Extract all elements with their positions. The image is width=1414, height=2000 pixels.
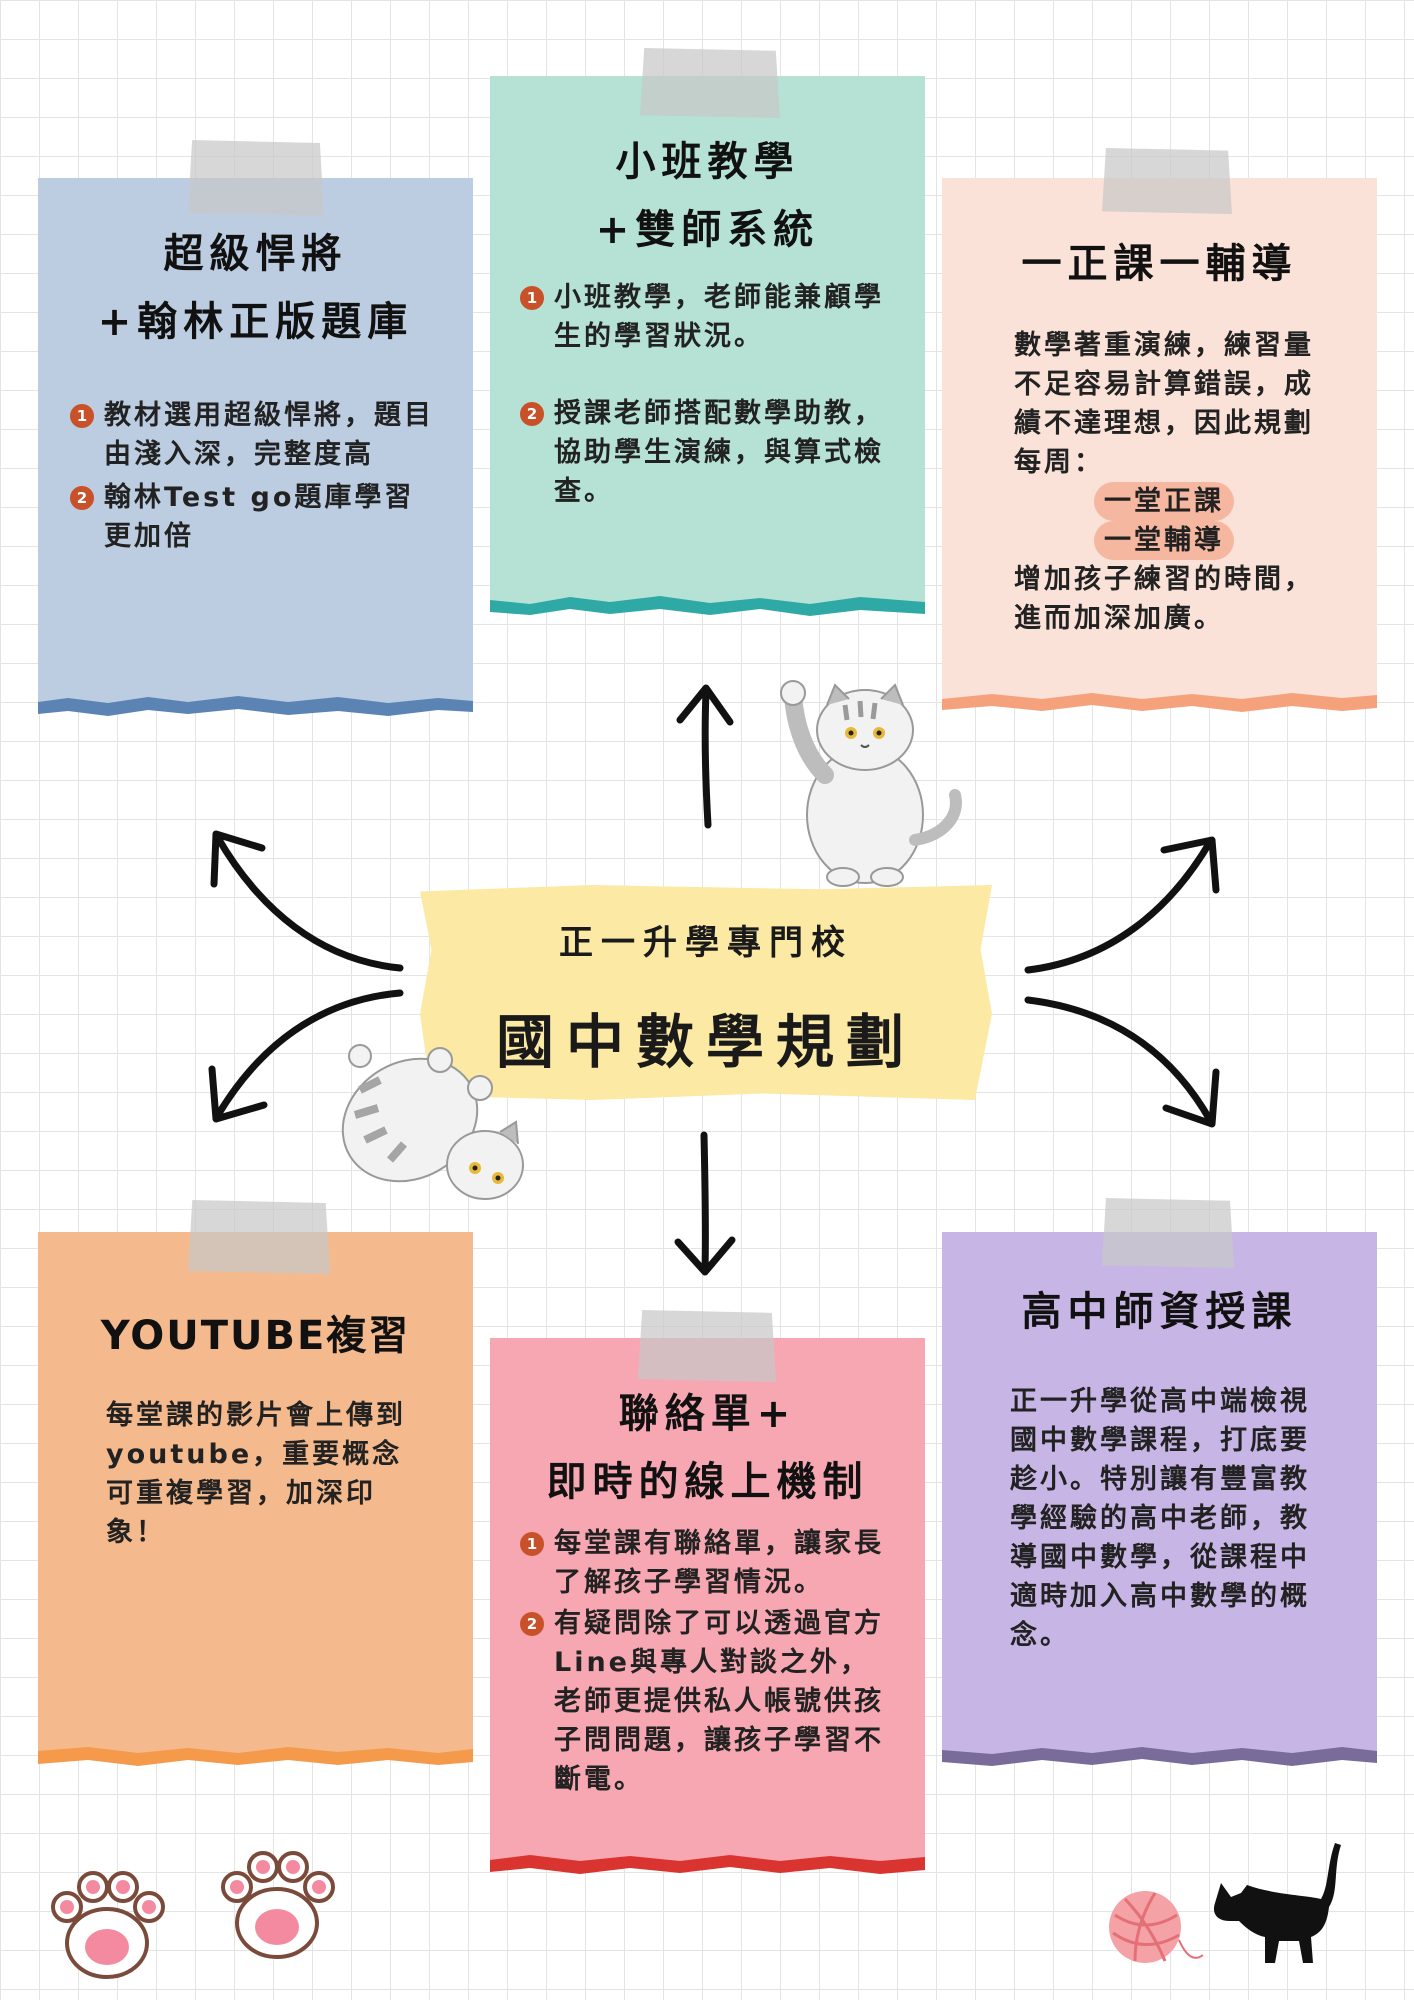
highlight-text: 一堂正課 — [1094, 482, 1234, 521]
number-badge: 2 — [520, 1612, 544, 1636]
tape — [188, 140, 324, 216]
item-text: 小班教學，老師能兼顧學生的學習狀況。 — [554, 282, 884, 352]
card-small-class: 小班教學 +雙師系統 1 小班教學，老師能兼顧學生的學習狀況。 2 授課老師搭配… — [490, 48, 925, 616]
card-title: YOUTUBE複習 — [100, 1313, 411, 1359]
cat-rolling-icon — [341, 1044, 524, 1200]
tape — [638, 1310, 776, 1382]
card-title-line2: +翰林正版題庫 — [97, 299, 414, 345]
center-title: 國中數學規劃 — [495, 1008, 916, 1076]
card-youtube: YOUTUBE複習 每堂課的影片會上傳到youtube，重要概念可重複學習，加深… — [38, 1200, 473, 1766]
tape — [640, 48, 780, 118]
highlight-text: 一堂輔導 — [1094, 521, 1234, 560]
center-title-card: 正一升學專門校 國中數學規劃 — [420, 885, 992, 1100]
card-title-line2: +雙師系統 — [595, 207, 820, 253]
arrow-down-right-icon — [1024, 996, 1220, 1128]
item-text: 授課老師搭配數學助教，協助學生演練，與算式檢查。 — [554, 398, 884, 507]
card-title-line2: 即時的線上機制 — [546, 1459, 869, 1505]
card-text: 增加孩子練習的時間，進而加深加廣。 — [1014, 564, 1314, 634]
highlight-block: 一堂正課 一堂輔導 — [1014, 482, 1325, 560]
center-subtitle: 正一升學專門校 — [559, 923, 853, 963]
paw-print-icon — [221, 1851, 335, 1959]
arrow-up-icon — [676, 684, 734, 829]
card-title: 高中師資授課 — [1021, 1289, 1298, 1335]
arrow-down-left-icon — [208, 989, 404, 1123]
card-text: 正一升學從高中端檢視國中數學課程，打底要趁小。特別讓有豐富教學經驗的高中老師，教… — [1010, 1386, 1310, 1651]
arrow-down-icon — [674, 1131, 736, 1276]
torn-edge — [942, 1747, 1377, 1766]
card-text: 數學著重演練，練習量不足容易計算錯誤，成績不達理想，因此規劃每周： — [1014, 330, 1314, 478]
card-textbook: 超級悍將 +翰林正版題庫 1 教材選用超級悍將，題目由淺入深，完整度高 2 翰林… — [38, 140, 473, 716]
arrow-up-left-icon — [210, 830, 404, 972]
item-text: 教材選用超級悍將，題目由淺入深，完整度高 — [104, 400, 434, 470]
tape — [1102, 148, 1232, 214]
list-item: 2 翰林Test go題庫學習更加倍 — [70, 478, 435, 556]
list-item: 2 有疑問除了可以透過官方Line與專人對談之外，老師更提供私人帳號供孩子問問題… — [520, 1604, 895, 1799]
arrow-up-right-icon — [1024, 836, 1220, 974]
card-title: 一正課一輔導 — [1021, 241, 1298, 287]
card-class-tutoring: 一正課一輔導 數學著重演練，練習量不足容易計算錯誤，成績不達理想，因此規劃每周：… — [942, 148, 1377, 712]
card-teachers: 高中師資授課 正一升學從高中端檢視國中數學課程，打底要趁小。特別讓有豐富教學經驗… — [942, 1198, 1377, 1766]
number-badge: 1 — [520, 1532, 544, 1556]
card-title-line1: 聯絡單+ — [618, 1391, 797, 1437]
item-text: 每堂課有聯絡單，讓家長了解孩子學習情況。 — [554, 1528, 884, 1598]
torn-edge — [38, 696, 473, 716]
list-item: 1 每堂課有聯絡單，讓家長了解孩子學習情況。 — [520, 1524, 895, 1602]
black-cat-icon — [1213, 1843, 1341, 1963]
torn-edge — [38, 1747, 473, 1766]
cat-waving-icon — [780, 680, 962, 887]
card-title-line1: 超級悍將 — [163, 231, 348, 277]
tape — [188, 1200, 330, 1274]
torn-edge — [490, 1855, 925, 1874]
number-badge: 1 — [70, 404, 94, 428]
paw-print-icon — [51, 1871, 165, 1979]
list-item: 1 教材選用超級悍將，題目由淺入深，完整度高 — [70, 396, 435, 474]
yarn-ball-icon — [1109, 1891, 1204, 1963]
list-item: 1 小班教學，老師能兼顧學生的學習狀況。 — [520, 278, 895, 356]
torn-edge — [490, 596, 925, 616]
number-badge: 2 — [520, 402, 544, 426]
item-text: 有疑問除了可以透過官方Line與專人對談之外，老師更提供私人帳號供孩子問問題，讓… — [554, 1608, 884, 1795]
list-item: 2 授課老師搭配數學助教，協助學生演練，與算式檢查。 — [520, 394, 895, 511]
number-badge: 1 — [520, 286, 544, 310]
item-text: 翰林Test go題庫學習更加倍 — [104, 482, 415, 552]
card-contact: 聯絡單+ 即時的線上機制 1 每堂課有聯絡單，讓家長了解孩子學習情況。 2 有疑… — [490, 1310, 925, 1874]
tape — [1102, 1198, 1234, 1268]
torn-edge — [942, 693, 1377, 712]
number-badge: 2 — [70, 486, 94, 510]
card-title-line1: 小班教學 — [615, 139, 800, 185]
card-text: 每堂課的影片會上傳到youtube，重要概念可重複學習，加深印象！ — [106, 1400, 406, 1548]
